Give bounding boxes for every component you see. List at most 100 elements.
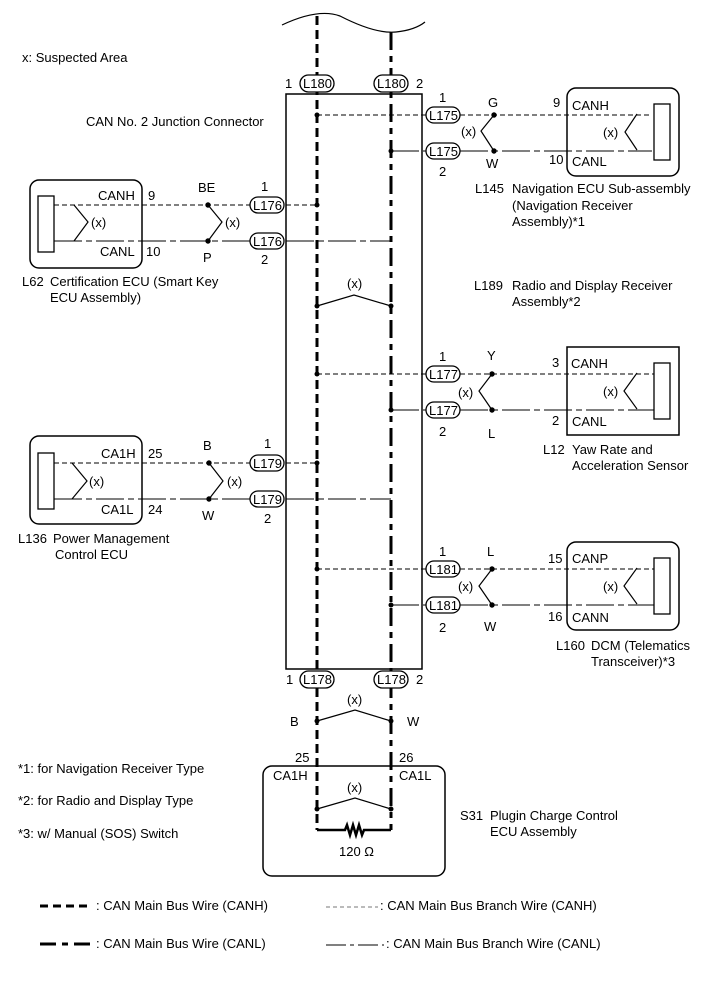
pin-number: 1 (285, 76, 292, 91)
suspected-mark: (x) (458, 385, 473, 400)
component-code: L145 (475, 181, 504, 196)
component-name: Control ECU (55, 547, 128, 562)
legend-label: : CAN Main Bus Branch Wire (CANL) (386, 936, 601, 951)
wire-color: Y (487, 348, 496, 363)
component-code: L160 (556, 638, 585, 653)
suspected-mark: (x) (89, 474, 104, 489)
connector-l178-2: L178 2 (373, 670, 423, 689)
component-name: Yaw Rate and (572, 442, 653, 457)
connector-id: L179 (253, 492, 282, 507)
connector-id: L175 (429, 108, 458, 123)
component-name: Power Management (53, 531, 170, 546)
branch-navigation-ecu: L175 L175 1 2 (x) G W (x) 9 10 CANH CANL… (314, 87, 691, 229)
wire-color: L (487, 544, 494, 559)
signal-label: CA1L (101, 502, 134, 517)
pin-number: 10 (549, 152, 563, 167)
suspected-area-note: x: Suspected Area (22, 50, 128, 65)
pin-number: 15 (548, 551, 562, 566)
branch-yaw-rate-sensor: L177 L177 1 2 (x) Y L (x) 3 2 CANH CANL … (314, 346, 689, 473)
suspected-mark: (x) (458, 579, 473, 594)
signal-label: CANL (572, 414, 607, 429)
pin-number: 16 (548, 609, 562, 624)
pin-number: 26 (399, 750, 413, 765)
connector-id: L178 (303, 672, 332, 687)
suspected-mark: (x) (227, 474, 242, 489)
pin-number: 25 (148, 446, 162, 461)
component-name: Acceleration Sensor (572, 458, 689, 473)
branch-power-management-ecu: (x) CA1H CA1L 25 24 (x) B W L179 L179 1 … (18, 435, 391, 562)
wire-color: W (486, 156, 499, 171)
footnote: *2: for Radio and Display Type (18, 793, 193, 808)
resistor-value: 120 Ω (339, 844, 374, 859)
component-name: (Navigation Receiver (512, 198, 633, 213)
signal-label: CANL (572, 154, 607, 169)
footnote: *3: w/ Manual (SOS) Switch (18, 826, 178, 841)
connector-id: L176 (253, 198, 282, 213)
component-code: S31 (460, 808, 483, 823)
pin-number: 25 (295, 750, 309, 765)
wire-color: B (203, 438, 212, 453)
connector-id: L177 (429, 403, 458, 418)
component-name: Assembly*2 (512, 294, 581, 309)
signal-label: CANH (98, 188, 135, 203)
legend: : CAN Main Bus Wire (CANH) : CAN Main Bu… (40, 898, 601, 951)
component-name: DCM (Telematics (591, 638, 690, 653)
suspected-mark: (x) (347, 276, 362, 291)
suspected-mark: (x) (603, 579, 618, 594)
component-name: Plugin Charge Control (490, 808, 618, 823)
pin-number: 24 (148, 502, 162, 517)
junction-connector-label: CAN No. 2 Junction Connector (86, 114, 264, 129)
pin-number: 2 (416, 76, 423, 91)
pin-number: 9 (148, 188, 155, 203)
component-code: L62 (22, 274, 44, 289)
signal-label: CA1H (273, 768, 308, 783)
suspected-mark: (x) (347, 692, 362, 707)
pin-number: 9 (553, 95, 560, 110)
signal-label: CANP (572, 551, 608, 566)
connector-id: L179 (253, 456, 282, 471)
pin-number: 1 (439, 90, 446, 105)
component-name: Certification ECU (Smart Key (50, 274, 219, 289)
pin-number: 3 (552, 355, 559, 370)
junction-connector-box (285, 93, 423, 670)
wire-color: BE (198, 180, 216, 195)
suspected-mark: (x) (603, 384, 618, 399)
suspected-mark: (x) (225, 215, 240, 230)
signal-label: CANN (572, 610, 609, 625)
component-code: L12 (543, 442, 565, 457)
pin-number: 2 (264, 511, 271, 526)
pin-number: 2 (261, 252, 268, 267)
wire-color: W (407, 714, 420, 729)
branch-certification-ecu: (x) CANH CANL 9 10 (x) BE P L176 L176 1 … (22, 179, 391, 305)
pin-number: 1 (264, 436, 271, 451)
legend-label: : CAN Main Bus Branch Wire (CANH) (380, 898, 597, 913)
connector-id: L178 (377, 672, 406, 687)
component-name: Radio and Display Receiver (512, 278, 673, 293)
pin-number: 1 (261, 179, 268, 194)
signal-label: CANH (571, 356, 608, 371)
component-name: ECU Assembly) (50, 290, 141, 305)
component-name: Transceiver)*3 (591, 654, 675, 669)
pin-number: 1 (286, 672, 293, 687)
signal-label: CANH (572, 98, 609, 113)
connector-l180-1: 1 L180 (285, 74, 335, 93)
wire-color: W (202, 508, 215, 523)
branch-dcm: L181 L181 1 2 (x) L W (x) 15 16 CANP CAN… (314, 541, 690, 669)
pin-number: 1 (439, 349, 446, 364)
component-name: Assembly)*1 (512, 214, 585, 229)
suspected-mark: (x) (347, 780, 362, 795)
suspected-mark: (x) (603, 125, 618, 140)
wire-color: L (488, 426, 495, 441)
connector-id: L180 (377, 76, 406, 91)
suspected-mark: (x) (461, 124, 476, 139)
signal-label: CA1H (101, 446, 136, 461)
wire-color: B (290, 714, 299, 729)
pin-number: 2 (439, 164, 446, 179)
legend-label: : CAN Main Bus Wire (CANH) (96, 898, 268, 913)
resistor-icon (317, 820, 391, 840)
pin-number: 2 (439, 424, 446, 439)
component-code: L189 (474, 278, 503, 293)
wire-color: G (488, 95, 498, 110)
connector-id: L181 (429, 598, 458, 613)
